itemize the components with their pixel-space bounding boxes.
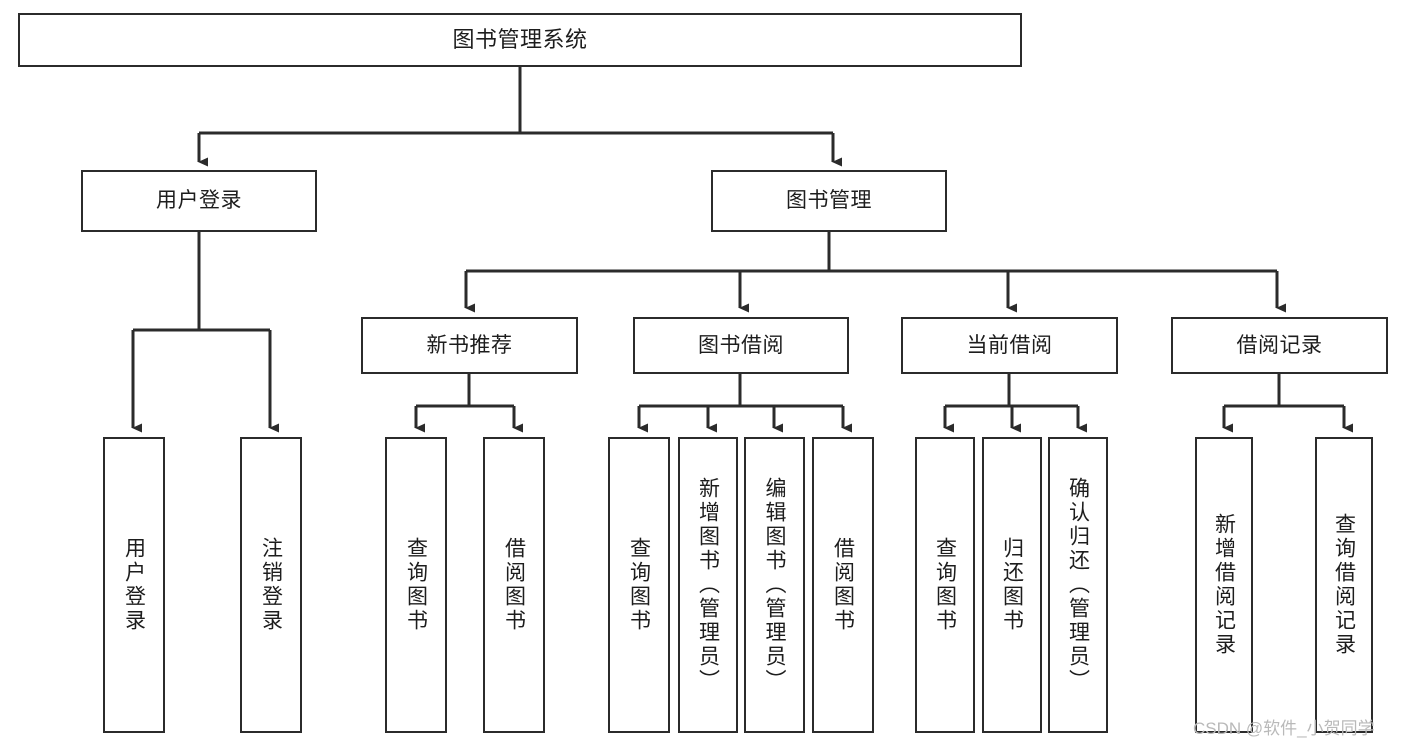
node-leaf-borrow-book[interactable]: 借阅图书 [812,437,874,733]
node-user-login[interactable]: 用户登录 [81,170,317,232]
node-borrow-record-label: 借阅记录 [1236,333,1323,357]
node-root[interactable]: 图书管理系统 [18,13,1022,67]
node-leaf-query-book-borrow[interactable]: 查询图书 [608,437,670,733]
node-leaf-return-book-label: 归还图书 [1000,537,1024,633]
node-leaf-edit-book-admin-label: 编辑图书（管理员） [763,477,786,693]
node-leaf-confirm-return-admin[interactable]: 确认归还（管理员） [1048,437,1108,733]
node-root-label: 图书管理系统 [452,26,588,52]
node-book-management-label: 图书管理 [786,189,872,213]
node-leaf-return-book[interactable]: 归还图书 [982,437,1042,733]
node-leaf-logout[interactable]: 注销登录 [240,437,302,733]
node-leaf-query-book-newrec[interactable]: 查询图书 [385,437,447,733]
node-leaf-query-borrow-record[interactable]: 查询借阅记录 [1315,437,1373,733]
node-leaf-logout-label: 注销登录 [259,537,283,633]
node-borrow-record[interactable]: 借阅记录 [1171,317,1388,374]
node-leaf-user-login[interactable]: 用户登录 [103,437,165,733]
node-leaf-query-book-newrec-label: 查询图书 [404,537,428,633]
node-book-management[interactable]: 图书管理 [711,170,947,232]
node-book-borrow-label: 图书借阅 [698,333,784,357]
node-leaf-add-borrow-record-label: 新增借阅记录 [1212,513,1236,657]
node-leaf-add-book-admin-label: 新增图书（管理员） [696,477,720,693]
node-leaf-query-book-current-label: 查询图书 [933,537,957,633]
node-current-borrow[interactable]: 当前借阅 [901,317,1118,374]
node-new-book-recommend[interactable]: 新书推荐 [361,317,578,374]
node-leaf-query-book-current[interactable]: 查询图书 [915,437,975,733]
node-leaf-user-login-label: 用户登录 [122,537,146,633]
node-leaf-confirm-return-admin-label: 确认归还（管理员） [1066,477,1090,693]
node-current-borrow-label: 当前借阅 [966,333,1053,357]
node-leaf-query-borrow-record-label: 查询借阅记录 [1332,513,1356,657]
node-book-borrow[interactable]: 图书借阅 [633,317,849,374]
node-user-login-label: 用户登录 [156,189,242,213]
node-leaf-borrow-book-label: 借阅图书 [831,537,855,633]
watermark-text: CSDN @软件_小贺同学 [1193,719,1375,738]
node-leaf-borrow-book-newrec[interactable]: 借阅图书 [483,437,545,733]
node-leaf-add-borrow-record[interactable]: 新增借阅记录 [1195,437,1253,733]
node-leaf-borrow-book-newrec-label: 借阅图书 [502,537,526,633]
node-new-book-recommend-label: 新书推荐 [426,333,513,357]
node-leaf-edit-book-admin[interactable]: 编辑图书（管理员） [744,437,805,733]
node-leaf-query-book-borrow-label: 查询图书 [627,537,651,633]
node-leaf-add-book-admin[interactable]: 新增图书（管理员） [678,437,738,733]
